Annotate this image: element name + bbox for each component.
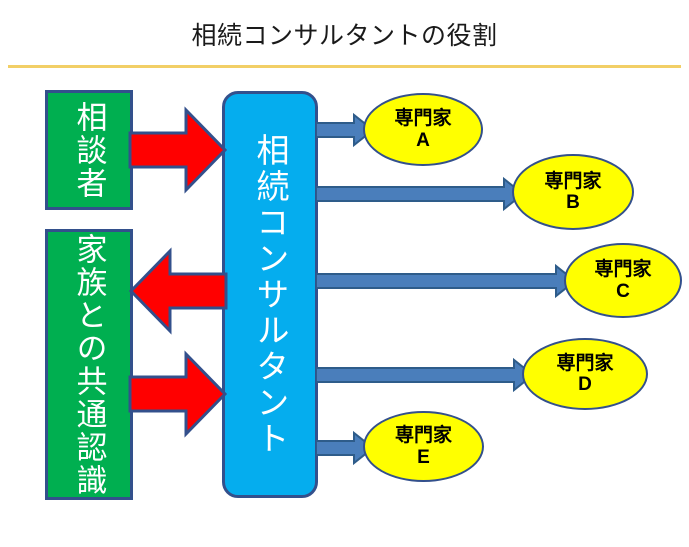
hub-box-consultant[interactable]: 相続コンサルタント xyxy=(222,91,318,498)
specialist-b-line2: B xyxy=(566,192,580,213)
specialist-node-b[interactable]: 専門家 B xyxy=(512,154,634,230)
specialist-d-line2: D xyxy=(578,374,592,395)
input-box-soudansha-label: 相談者 xyxy=(71,100,107,200)
specialist-e-line2: E xyxy=(417,446,430,468)
specialist-e-line1: 専門家 xyxy=(394,425,452,447)
input-box-kazoku[interactable]: 家族との共通認識 xyxy=(45,229,133,500)
specialist-c-line1: 専門家 xyxy=(594,259,652,281)
red-arrow-right-3-icon xyxy=(128,350,228,438)
specialist-c-line2: C xyxy=(616,280,630,302)
input-box-kazoku-label: 家族との共通認識 xyxy=(71,232,107,497)
blue-arrow-to-specialist-c-icon xyxy=(316,263,576,299)
blue-arrow-to-specialist-e-icon xyxy=(316,430,374,466)
specialist-a-line2: A xyxy=(416,129,430,151)
input-box-soudansha[interactable]: 相談者 xyxy=(45,90,133,210)
specialist-node-a[interactable]: 専門家 A xyxy=(363,93,483,166)
blue-arrow-to-specialist-b-icon xyxy=(316,176,524,212)
specialist-node-e[interactable]: 専門家 E xyxy=(363,411,484,482)
hub-box-consultant-label: 相続コンサルタント xyxy=(252,132,289,457)
red-arrow-right-1-icon xyxy=(128,106,228,194)
specialist-node-d[interactable]: 専門家 D xyxy=(522,338,648,410)
specialist-node-c[interactable]: 専門家 C xyxy=(564,243,682,318)
blue-arrow-to-specialist-d-icon xyxy=(316,357,534,393)
page-title: 相続コンサルタントの役割 xyxy=(191,22,498,50)
specialist-d-line1: 専門家 xyxy=(556,352,614,374)
title-divider xyxy=(8,65,681,68)
red-arrow-left-2-icon xyxy=(128,247,228,335)
specialist-a-line1: 専門家 xyxy=(394,108,452,130)
specialist-b-line1: 専門家 xyxy=(544,170,602,192)
